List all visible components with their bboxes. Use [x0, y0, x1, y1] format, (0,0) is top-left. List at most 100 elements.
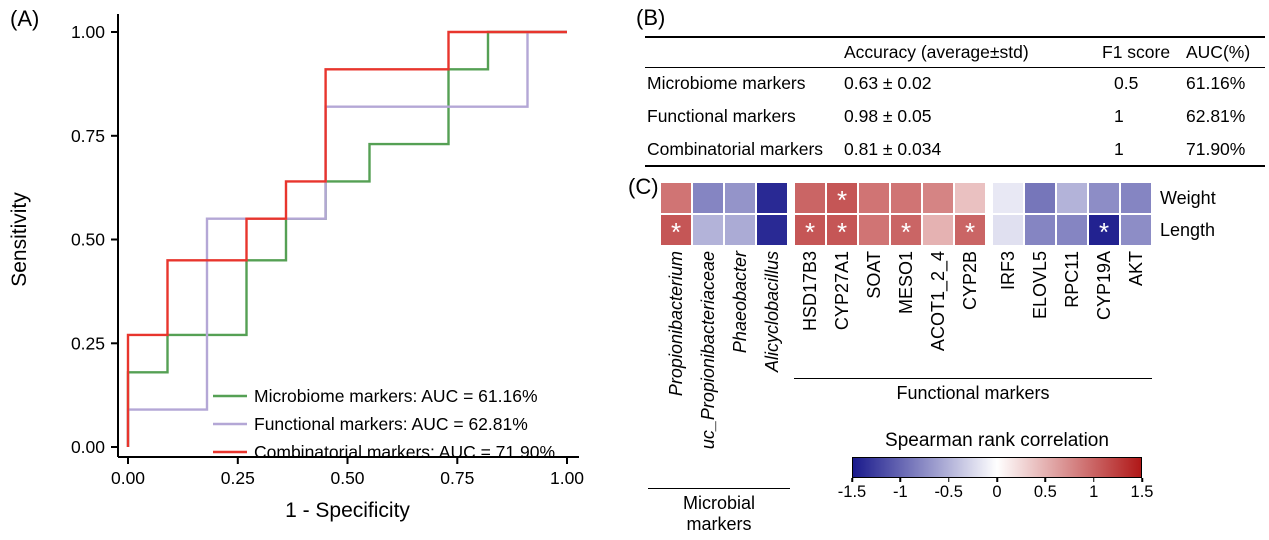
heatmap-column-label: RPC11	[1061, 251, 1082, 308]
panel-b-label: (B)	[636, 5, 666, 30]
roc-legend: Microbiome markers: AUC = 61.16% Function…	[213, 386, 555, 462]
metrics-header-cell: AUC(%)	[1184, 37, 1265, 68]
colorbar-tick-labels: -1.5 -1 -0.5 0 0.5 1 1.5	[838, 483, 1154, 503]
legend-label: Combinatorial markers: AUC = 71.90%	[254, 442, 555, 462]
heatmap-cell: *	[954, 214, 986, 246]
heatmap-cell: *	[660, 214, 692, 246]
heatmap-column-label: uc_Propionibacteriaceae	[697, 251, 718, 450]
metrics-cell: 71.90%	[1186, 138, 1246, 159]
heatmap-column-label: IRF3	[997, 251, 1018, 291]
colorbar-tick-label: -1.5	[837, 483, 867, 501]
significance-asterisk: *	[804, 217, 816, 247]
y-tick-label: 1.00	[71, 22, 105, 42]
colorbar-tick-label: 1	[1089, 483, 1099, 501]
microbial-markers-caption: Microbial markers	[682, 493, 756, 534]
significance-asterisk: *	[836, 185, 848, 215]
heatmap-cell	[858, 182, 890, 214]
roc-line	[126, 30, 567, 447]
heatmap-cell	[1056, 214, 1088, 246]
metrics-cell: 62.81%	[1186, 106, 1246, 126]
heatmap-cell: *	[794, 214, 826, 246]
heatmap-cell	[756, 182, 788, 214]
heatmap-block: *	[660, 214, 788, 246]
heatmap-cell	[692, 214, 724, 246]
heatmap-column-label: Phaeobacter	[729, 251, 750, 354]
metrics-cell: 0.81 ± 0.034	[844, 138, 942, 159]
heatmap-block	[992, 182, 1152, 214]
x-tick-label: 0.75	[440, 468, 474, 488]
panel-c-label: (C)	[628, 174, 659, 199]
colorbar-tickmark	[1044, 478, 1047, 482]
heatmap-cell	[992, 182, 1024, 214]
functional-markers-underline	[794, 378, 1152, 379]
roc-series	[126, 30, 567, 447]
metrics-cell: Functional markers	[647, 106, 796, 126]
heatmap-cell	[922, 182, 954, 214]
heatmap-cell	[1088, 182, 1120, 214]
heatmap-cell: *	[890, 214, 922, 246]
heatmap-column-label: Alicyclobacillus	[761, 251, 782, 373]
heatmap-column-labels: Propionibacterium uc_Propionibacteriaceae…	[660, 251, 1260, 449]
heatmap-cell	[1120, 182, 1152, 214]
roc-line	[126, 30, 567, 447]
metrics-cell: Microbiome markers	[647, 73, 806, 94]
x-tick-label: 0.00	[111, 468, 145, 488]
heatmap-cell	[724, 214, 756, 246]
heatmap-row-label: Length	[1160, 220, 1216, 240]
colorbar-tick-label: 0	[992, 483, 1002, 501]
heatmap-column-label: CYP27A1	[831, 251, 852, 331]
colorbar-tick-label: -1	[892, 483, 908, 501]
functional-markers-caption: Functional markers	[896, 383, 1050, 403]
panel-a-label: (A)	[10, 6, 40, 31]
significance-asterisk: *	[836, 217, 848, 247]
legend-label: Functional markers: AUC = 62.81%	[254, 414, 528, 434]
y-tick-label: 0.75	[71, 126, 105, 146]
metrics-cell: 61.16%	[1186, 73, 1246, 94]
metrics-cell: 0.98 ± 0.05	[844, 106, 932, 126]
heatmap-cell	[1120, 214, 1152, 246]
metrics-row: Functional markers 0.98 ± 0.05 1 62.81%	[645, 100, 1265, 133]
heatmap-cell	[858, 214, 890, 246]
heatmap-label-block: Propionibacterium uc_Propionibacteriaceae…	[660, 251, 788, 449]
heatmap-column-label: Propionibacterium	[665, 251, 686, 397]
metrics-cell: Combinatorial markers	[647, 138, 824, 159]
heatmap-column-label: ELOVL5	[1029, 251, 1050, 320]
colorbar-tickmark	[996, 478, 998, 482]
x-tick-label: 1.00	[550, 468, 584, 488]
heatmap-cell	[756, 214, 788, 246]
significance-asterisk: *	[670, 217, 682, 247]
colorbar-tick-label: -0.5	[934, 483, 963, 501]
colorbar-tick-label: 1.5	[1130, 483, 1154, 501]
colorbar-tickmark	[947, 478, 950, 482]
heatmap-cell	[1024, 214, 1056, 246]
heatmap-cell: *	[826, 214, 858, 246]
colorbar-tick-label: 0.5	[1033, 483, 1057, 501]
microbial-markers-underline	[648, 488, 790, 489]
significance-asterisk: *	[1098, 217, 1110, 247]
legend-label: Microbiome markers: AUC = 61.16%	[254, 386, 538, 406]
heatmap-column-label: SOAT	[863, 251, 884, 299]
colorbar-tickmark	[1092, 478, 1095, 482]
heatmap-block: *	[992, 214, 1152, 246]
heatmap-cell	[1056, 182, 1088, 214]
colorbar-gradient	[852, 457, 1142, 478]
heatmap-cell	[954, 182, 986, 214]
y-tick-label: 0.50	[71, 230, 105, 250]
metrics-cell: 1	[1114, 106, 1124, 126]
metrics-cell: 0.5	[1114, 73, 1139, 94]
heatmap-row: *	[660, 182, 1260, 214]
significance-asterisk: *	[964, 217, 976, 247]
heatmap-column-label: HSD17B3	[799, 251, 820, 332]
heatmap-column-label: MESO1	[895, 251, 916, 315]
heatmap-column-label: AKT	[1125, 251, 1146, 287]
roc-line	[126, 30, 567, 447]
